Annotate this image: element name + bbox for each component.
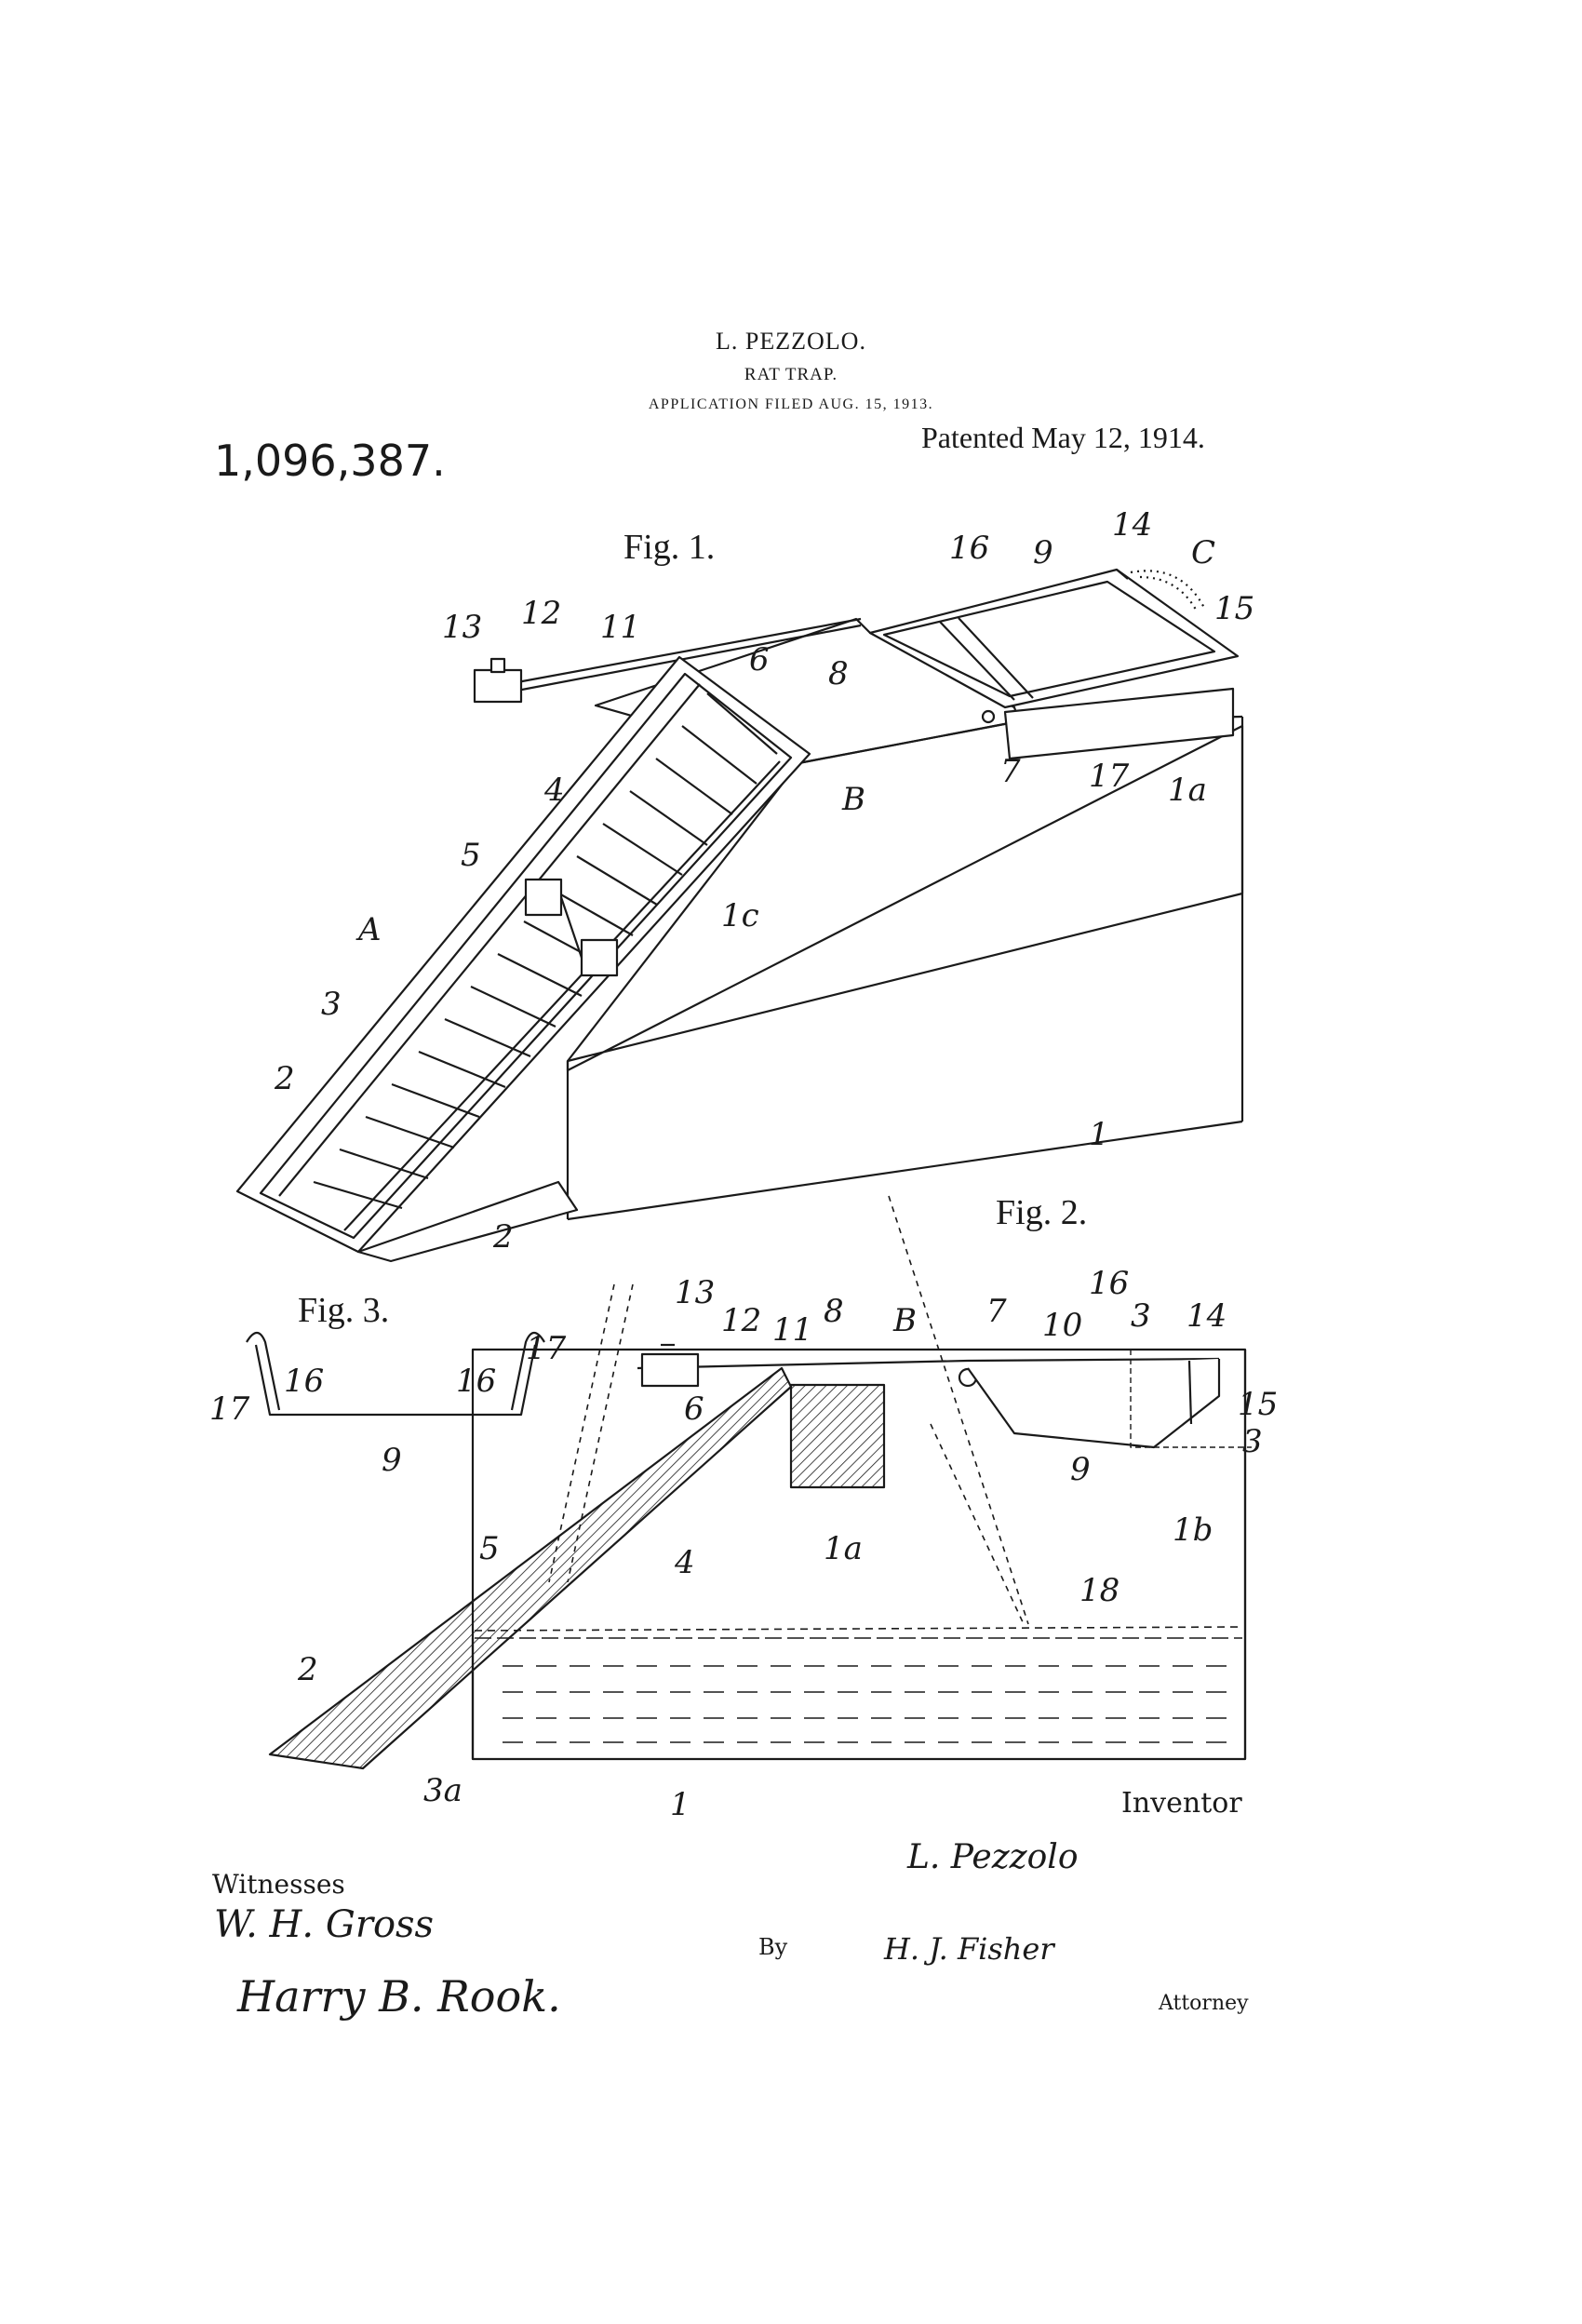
ref-8: 8 xyxy=(828,655,849,692)
patent-number: 1,096,387. xyxy=(214,436,446,486)
ref-1: 1 xyxy=(1089,1116,1109,1153)
fig2-ref-12: 12 xyxy=(721,1302,761,1339)
ref-7: 7 xyxy=(1000,753,1021,790)
fig3-ref-16-right: 16 xyxy=(456,1363,496,1400)
fig3-ref-16-left: 16 xyxy=(284,1363,324,1400)
witness-2-signature: Harry B. Rook. xyxy=(237,1971,561,2022)
fig2-ref-8: 8 xyxy=(824,1293,844,1330)
ref-B: B xyxy=(841,781,865,818)
fig2-ref-2: 2 xyxy=(297,1651,318,1688)
fig2-ref-6: 6 xyxy=(684,1390,704,1428)
fig2-title: Fig. 2. xyxy=(996,1193,1087,1232)
ref-A: A xyxy=(355,911,382,948)
fig3-pan xyxy=(254,1344,537,1417)
inventor-name: L. PEZZOLO. xyxy=(716,328,866,355)
fig2-ref-1b: 1b xyxy=(1173,1511,1213,1549)
ref-15: 15 xyxy=(1214,590,1254,627)
ref-2: 2 xyxy=(274,1060,295,1097)
fig2-ref-3-top: 3 xyxy=(1131,1297,1151,1335)
ref-3: 3 xyxy=(321,986,342,1023)
fig1-ramp-rungs xyxy=(313,692,778,1210)
fig2-drawing xyxy=(268,1195,1252,1770)
by-label: By xyxy=(758,1934,788,1960)
fig2-ramp xyxy=(268,1366,793,1770)
ref-13: 13 xyxy=(442,609,482,646)
ref-C: C xyxy=(1191,534,1215,571)
fig2-ref-10: 10 xyxy=(1042,1307,1082,1344)
witnesses-label: Witnesses xyxy=(212,1869,345,1900)
fig2-ref-11: 11 xyxy=(772,1311,812,1349)
ref-9: 9 xyxy=(1033,534,1053,571)
fig1-drawing xyxy=(235,568,1244,1263)
ref-5: 5 xyxy=(461,837,481,874)
ref-16: 16 xyxy=(949,530,989,567)
ref-11: 11 xyxy=(600,609,640,646)
fig2-ref-3a: 3a xyxy=(423,1772,463,1809)
fig2-ref-13: 13 xyxy=(675,1274,715,1311)
fig3-ref-17-right: 17 xyxy=(526,1330,567,1367)
fig2-ref-18: 18 xyxy=(1079,1572,1119,1609)
fig3-ref-17-left: 17 xyxy=(209,1390,250,1428)
attorney-signature: H. J. Fisher xyxy=(884,1931,1054,1967)
ref-2-base: 2 xyxy=(492,1218,514,1256)
ref-17: 17 xyxy=(1089,758,1130,795)
witness-1-signature: W. H. Gross xyxy=(214,1903,435,1946)
fig2-ref-7: 7 xyxy=(986,1293,1007,1330)
fig2-ref-B: B xyxy=(892,1302,917,1339)
application-filed: APPLICATION FILED AUG. 15, 1913. xyxy=(648,396,934,412)
inventor-label: Inventor xyxy=(1121,1787,1242,1820)
inventor-signature: L. Pezzolo xyxy=(907,1838,1079,1876)
ref-12: 12 xyxy=(521,595,561,632)
fig2-ref-4: 4 xyxy=(674,1544,695,1581)
attorney-label: Attorney xyxy=(1159,1992,1249,2015)
ref-14: 14 xyxy=(1112,506,1152,544)
fig1-weight xyxy=(473,668,523,704)
fig1-title: Fig. 1. xyxy=(623,528,715,567)
fig1-ramp xyxy=(235,655,811,1254)
fig3-drawing xyxy=(246,1331,545,1417)
fig2-ref-1a: 1a xyxy=(824,1530,863,1567)
fig2-ref-14: 14 xyxy=(1186,1297,1227,1335)
ref-1c: 1c xyxy=(721,897,759,934)
fig2-ref-15: 15 xyxy=(1238,1386,1278,1423)
fig2-ref-1: 1 xyxy=(670,1786,690,1823)
patent-date: Patented May 12, 1914. xyxy=(921,421,1205,454)
patent-title: RAT TRAP. xyxy=(744,365,838,384)
fig3-ref-9: 9 xyxy=(382,1442,402,1479)
ref-6: 6 xyxy=(749,641,770,678)
fig2-ref-3-side: 3 xyxy=(1242,1423,1263,1460)
fig1-flap xyxy=(1003,687,1235,760)
fig3-title: Fig. 3. xyxy=(298,1291,389,1330)
fig2-ref-9: 9 xyxy=(1070,1451,1091,1488)
fig2-ref-5: 5 xyxy=(479,1530,500,1567)
fig2-ref-16: 16 xyxy=(1089,1265,1129,1302)
ref-4: 4 xyxy=(543,772,565,809)
ref-1a: 1a xyxy=(1168,772,1207,809)
